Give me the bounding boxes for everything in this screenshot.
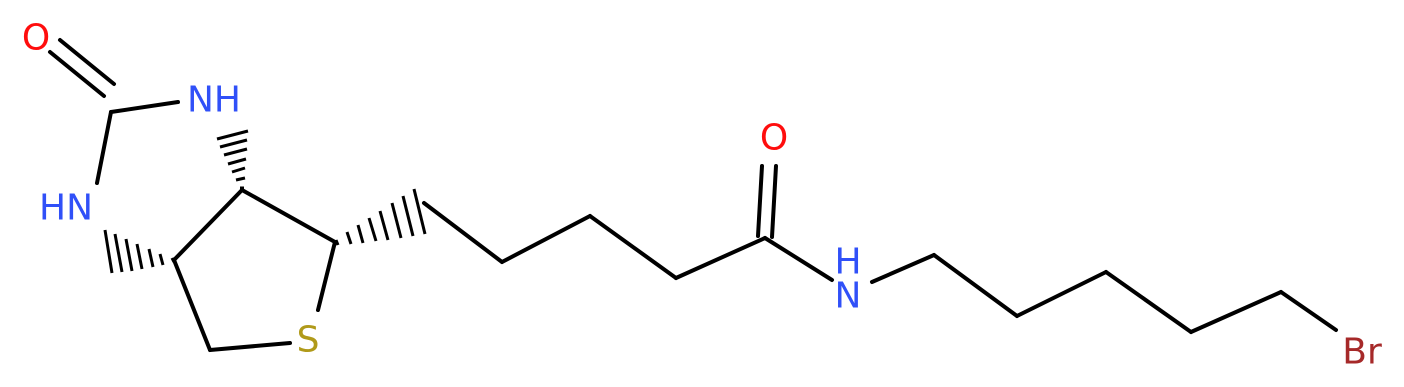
- bond-chain-3: [588, 214, 678, 280]
- bond-c3a-c4: [240, 188, 337, 244]
- atom-s-ring: S: [297, 320, 320, 361]
- bond-amide-co-2: [770, 164, 778, 239]
- bond-amide-co-1: [756, 164, 764, 238]
- bond-chain-8: [1189, 290, 1283, 334]
- bond-c6-s: [208, 341, 292, 352]
- atom-o-amide: O: [760, 118, 788, 159]
- atom-n-amide: N: [835, 276, 862, 317]
- bond-chain-1: [422, 201, 504, 264]
- bond-urea-co-2: [58, 38, 116, 86]
- hash-bonds: [103, 129, 427, 274]
- bond-chain-2: [500, 214, 592, 264]
- bond-chain-5: [932, 253, 1019, 318]
- atom-hn-left: HN: [39, 188, 93, 229]
- bond-chain-6: [1015, 270, 1108, 318]
- bond-s-c4: [316, 240, 337, 312]
- bond-c3a-c6a: [172, 188, 244, 262]
- hash-c4-chain: [334, 188, 427, 246]
- bond-chain-br: [1279, 290, 1338, 332]
- bond-n-chain: [870, 253, 936, 284]
- bonds: [48, 38, 1338, 352]
- atom-br: Br: [1342, 332, 1382, 373]
- atom-labels: O NH HN S O H N Br: [22, 18, 1382, 373]
- atom-nh-top: NH: [187, 80, 241, 121]
- bond-amide-c-n: [763, 236, 834, 282]
- bond-chain-4: [674, 236, 767, 280]
- bond-c2-hn-left: [95, 110, 113, 185]
- bond-c2-nh-top: [109, 100, 180, 114]
- bond-c6a-c6: [172, 258, 212, 352]
- hash-c3a-nh: [216, 129, 249, 190]
- atom-o-urea: O: [22, 18, 50, 59]
- hash-c6a-hn: [103, 229, 176, 274]
- bond-chain-7: [1104, 270, 1193, 334]
- bond-urea-co-1: [48, 50, 106, 98]
- atom-h-amide: H: [834, 242, 861, 283]
